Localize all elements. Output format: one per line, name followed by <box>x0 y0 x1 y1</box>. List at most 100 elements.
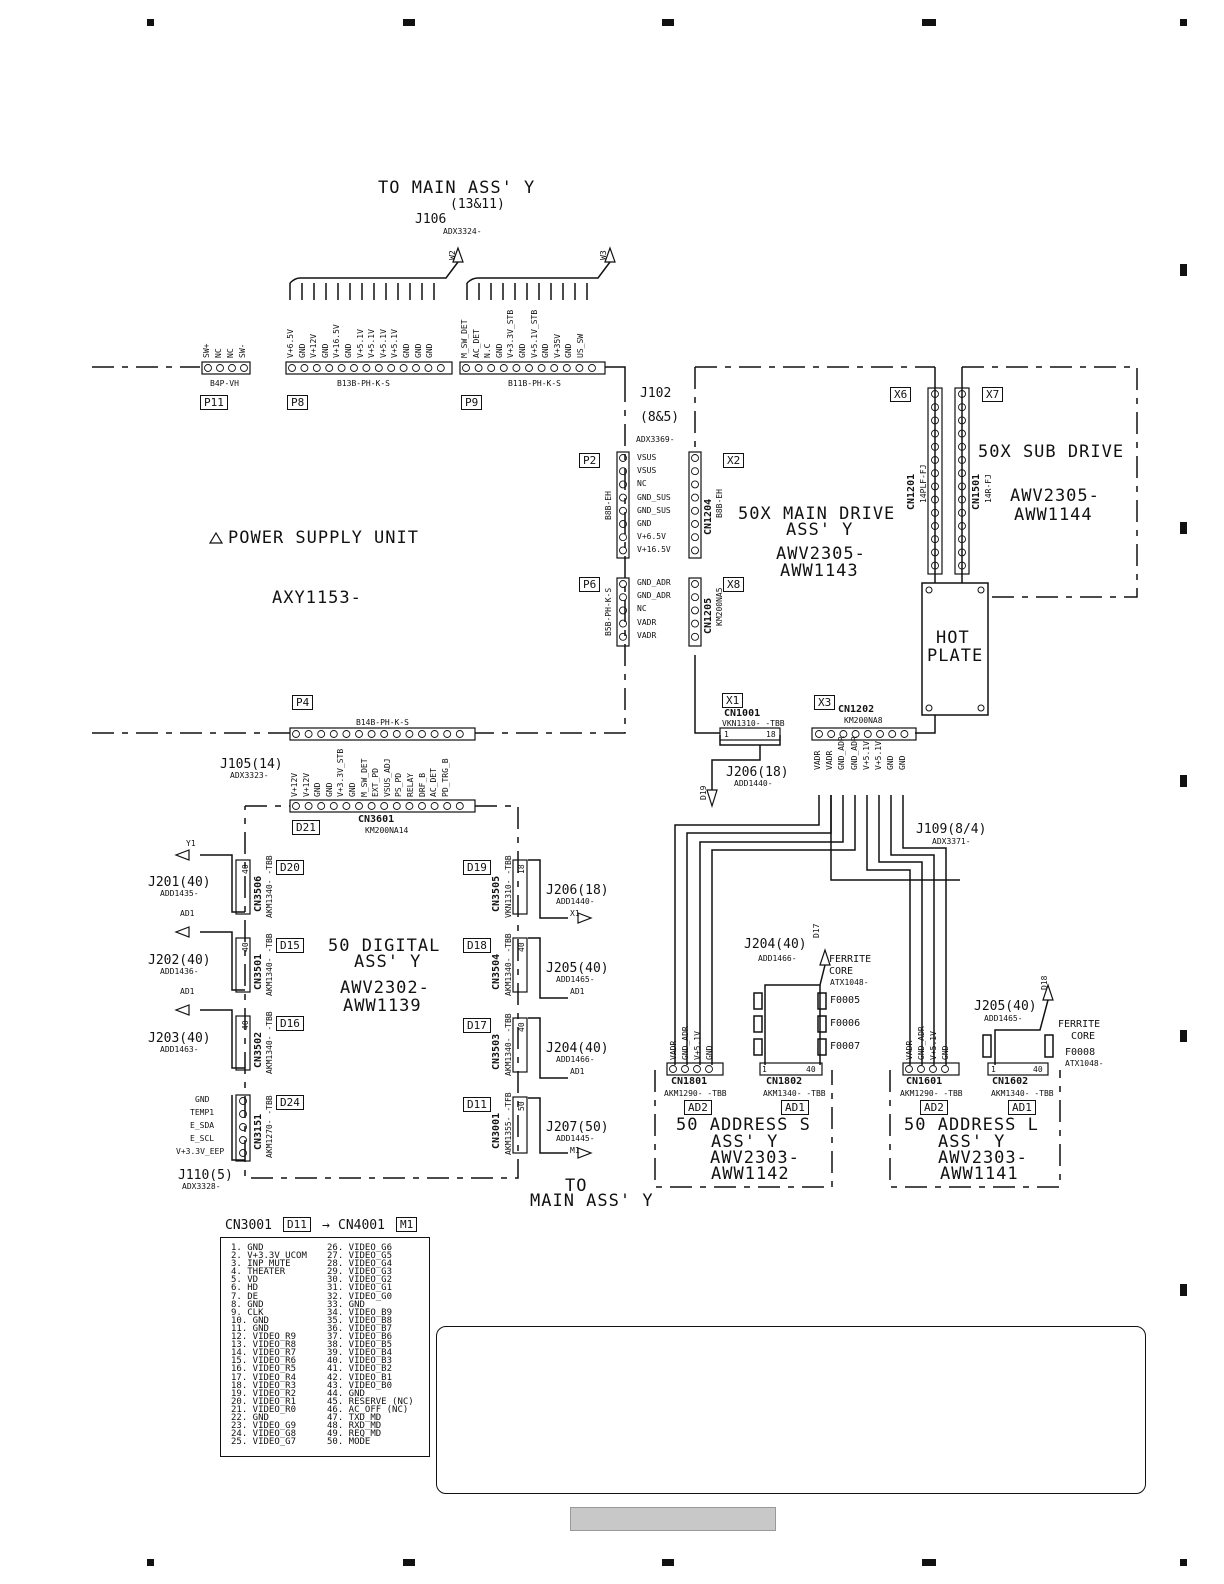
connector-part: AKM1340- -TBB <box>504 933 513 996</box>
j110-part: ADX3328- <box>182 1182 221 1191</box>
f0006-label: F0006 <box>830 1018 861 1029</box>
p2-label: P2 <box>579 453 601 468</box>
legend-row: 31. VIDEO_G1 <box>327 1283 393 1294</box>
legend-row: 46. AC_OFF (NC) <box>327 1404 409 1415</box>
pin-circle <box>619 454 627 462</box>
cn1205-ref: CN1205 <box>703 597 714 634</box>
pin-label: V+5.1V <box>378 329 388 358</box>
pin-label: VADR <box>905 1040 914 1060</box>
connector-pin-count: 40 <box>517 942 526 952</box>
pin-circle <box>917 1065 925 1073</box>
pin-label: VADR <box>813 750 822 770</box>
cn3151-pin: E_SDA <box>190 1121 215 1130</box>
pin-circle <box>474 364 483 372</box>
pin-circle <box>329 730 338 738</box>
f0008-label: F0008 <box>1065 1047 1096 1058</box>
connector-d-label: D19 <box>463 860 491 875</box>
connector-part: AKM1340- -TBB <box>265 933 274 996</box>
sub-drive-part2: AWW1144 <box>1014 505 1093 525</box>
ad1-label: AD1 <box>781 1100 809 1115</box>
digital-name: 50 DIGITAL <box>328 936 441 956</box>
pin-label: VSUS <box>637 453 657 462</box>
cn3151-part: AKM1270- -TBB <box>265 1095 274 1158</box>
p11-pin: SW- <box>238 343 247 358</box>
pin-label: V+12V <box>290 772 299 797</box>
pin-circle <box>691 619 699 628</box>
pin-label: GND <box>413 343 423 358</box>
pin-label: V+12V <box>301 772 311 797</box>
p6-part: B5B-PH-K-S <box>604 587 613 636</box>
pin-label: V+6.5V <box>286 329 295 358</box>
pin-circle <box>292 802 300 810</box>
legend-row: 27. VIDEO_G5 <box>327 1251 393 1262</box>
pin-circle <box>342 802 351 810</box>
pin-label: GND_ADR <box>681 1026 690 1060</box>
pin-label: GND <box>297 343 307 358</box>
pin-label: US_SW <box>576 333 585 358</box>
pin-circle <box>619 606 627 615</box>
cn1602-pin1: 1 <box>991 1065 996 1074</box>
pin-label: GND_ADR <box>849 736 859 770</box>
pin-circle <box>958 429 966 438</box>
legend-row: 23. VIDEO_G9 <box>231 1421 297 1432</box>
pin-circle <box>462 364 470 372</box>
cn1001-part: VKN1310- -TBB <box>722 719 785 728</box>
pin-circle <box>239 1097 247 1105</box>
pin-circle <box>304 802 313 810</box>
cable-dest: X1 <box>570 909 580 918</box>
pin-circle <box>392 802 401 810</box>
pin-label: VADR <box>637 617 657 627</box>
legend-row: 11. GND <box>231 1323 269 1334</box>
cable-ref: J203(40) <box>148 1031 211 1046</box>
ad2-label-l: AD2 <box>920 1100 948 1115</box>
to-main-top-label: TO MAIN ASS' Y <box>378 178 536 198</box>
p2-part: B8B-EH <box>604 491 613 520</box>
pin-circle <box>958 495 966 504</box>
legend-row: 49. REQ_MD <box>327 1429 382 1440</box>
pin-circle <box>931 535 939 544</box>
cn1202-part: KM200NA8 <box>844 716 883 725</box>
connector-part: AKM1340- -TBB <box>504 1013 513 1076</box>
legend-row: 41. VIDEO_B2 <box>327 1364 393 1375</box>
pin-circle <box>412 364 420 372</box>
pin-circle <box>815 730 823 738</box>
cn3601-part: KM200NA14 <box>365 826 409 835</box>
legend-d11: D11 <box>283 1217 311 1232</box>
digital-part1: AWV2302- <box>340 978 430 998</box>
connector-pin-count: 40 <box>517 1022 526 1032</box>
pin-circle <box>405 730 414 738</box>
pin-label: GND <box>402 343 411 358</box>
pin-label: V+5.1V <box>367 329 377 358</box>
pin-label: GND <box>637 519 652 528</box>
pin-circle <box>575 364 584 372</box>
cable-part: ADD1466- <box>556 1055 595 1064</box>
connector-d-label: D20 <box>276 860 304 875</box>
pin-label: V+3.3V_STB <box>336 748 346 797</box>
pin-circle <box>240 364 248 372</box>
hot-plate-line1: HOT <box>936 628 970 648</box>
pin-circle <box>888 730 897 738</box>
addr-l-part2: AWW1141 <box>940 1164 1019 1184</box>
x6-label: X6 <box>890 387 912 402</box>
pin-circle <box>619 480 627 489</box>
d18-label: D18 <box>1040 975 1049 990</box>
cn1001-pin1: 1 <box>724 730 729 739</box>
connector-pin-count: 40 <box>241 942 250 952</box>
pin-label: V+5.1V <box>929 1031 938 1060</box>
legend-row: 25. VIDEO_G7 <box>231 1437 297 1448</box>
legend-row: 34. VIDEO_B9 <box>327 1307 393 1318</box>
pin-circle <box>380 802 389 810</box>
pin-circle <box>931 548 939 557</box>
pin-circle <box>958 508 966 517</box>
pin-label: V+5.1V <box>861 741 871 770</box>
pin-circle <box>958 482 966 491</box>
addr-s-part1: AWV2303- <box>710 1148 800 1168</box>
pin-circle <box>292 730 300 738</box>
main-drive-name: 50X MAIN DRIVE <box>738 504 896 524</box>
p9-part: B11B-PH-K-S <box>508 379 561 388</box>
pin-label: GND <box>425 343 435 358</box>
cable-part: ADD1436- <box>160 967 199 976</box>
legend-arrow: → <box>322 1218 330 1233</box>
registration-mark <box>1180 1559 1187 1566</box>
